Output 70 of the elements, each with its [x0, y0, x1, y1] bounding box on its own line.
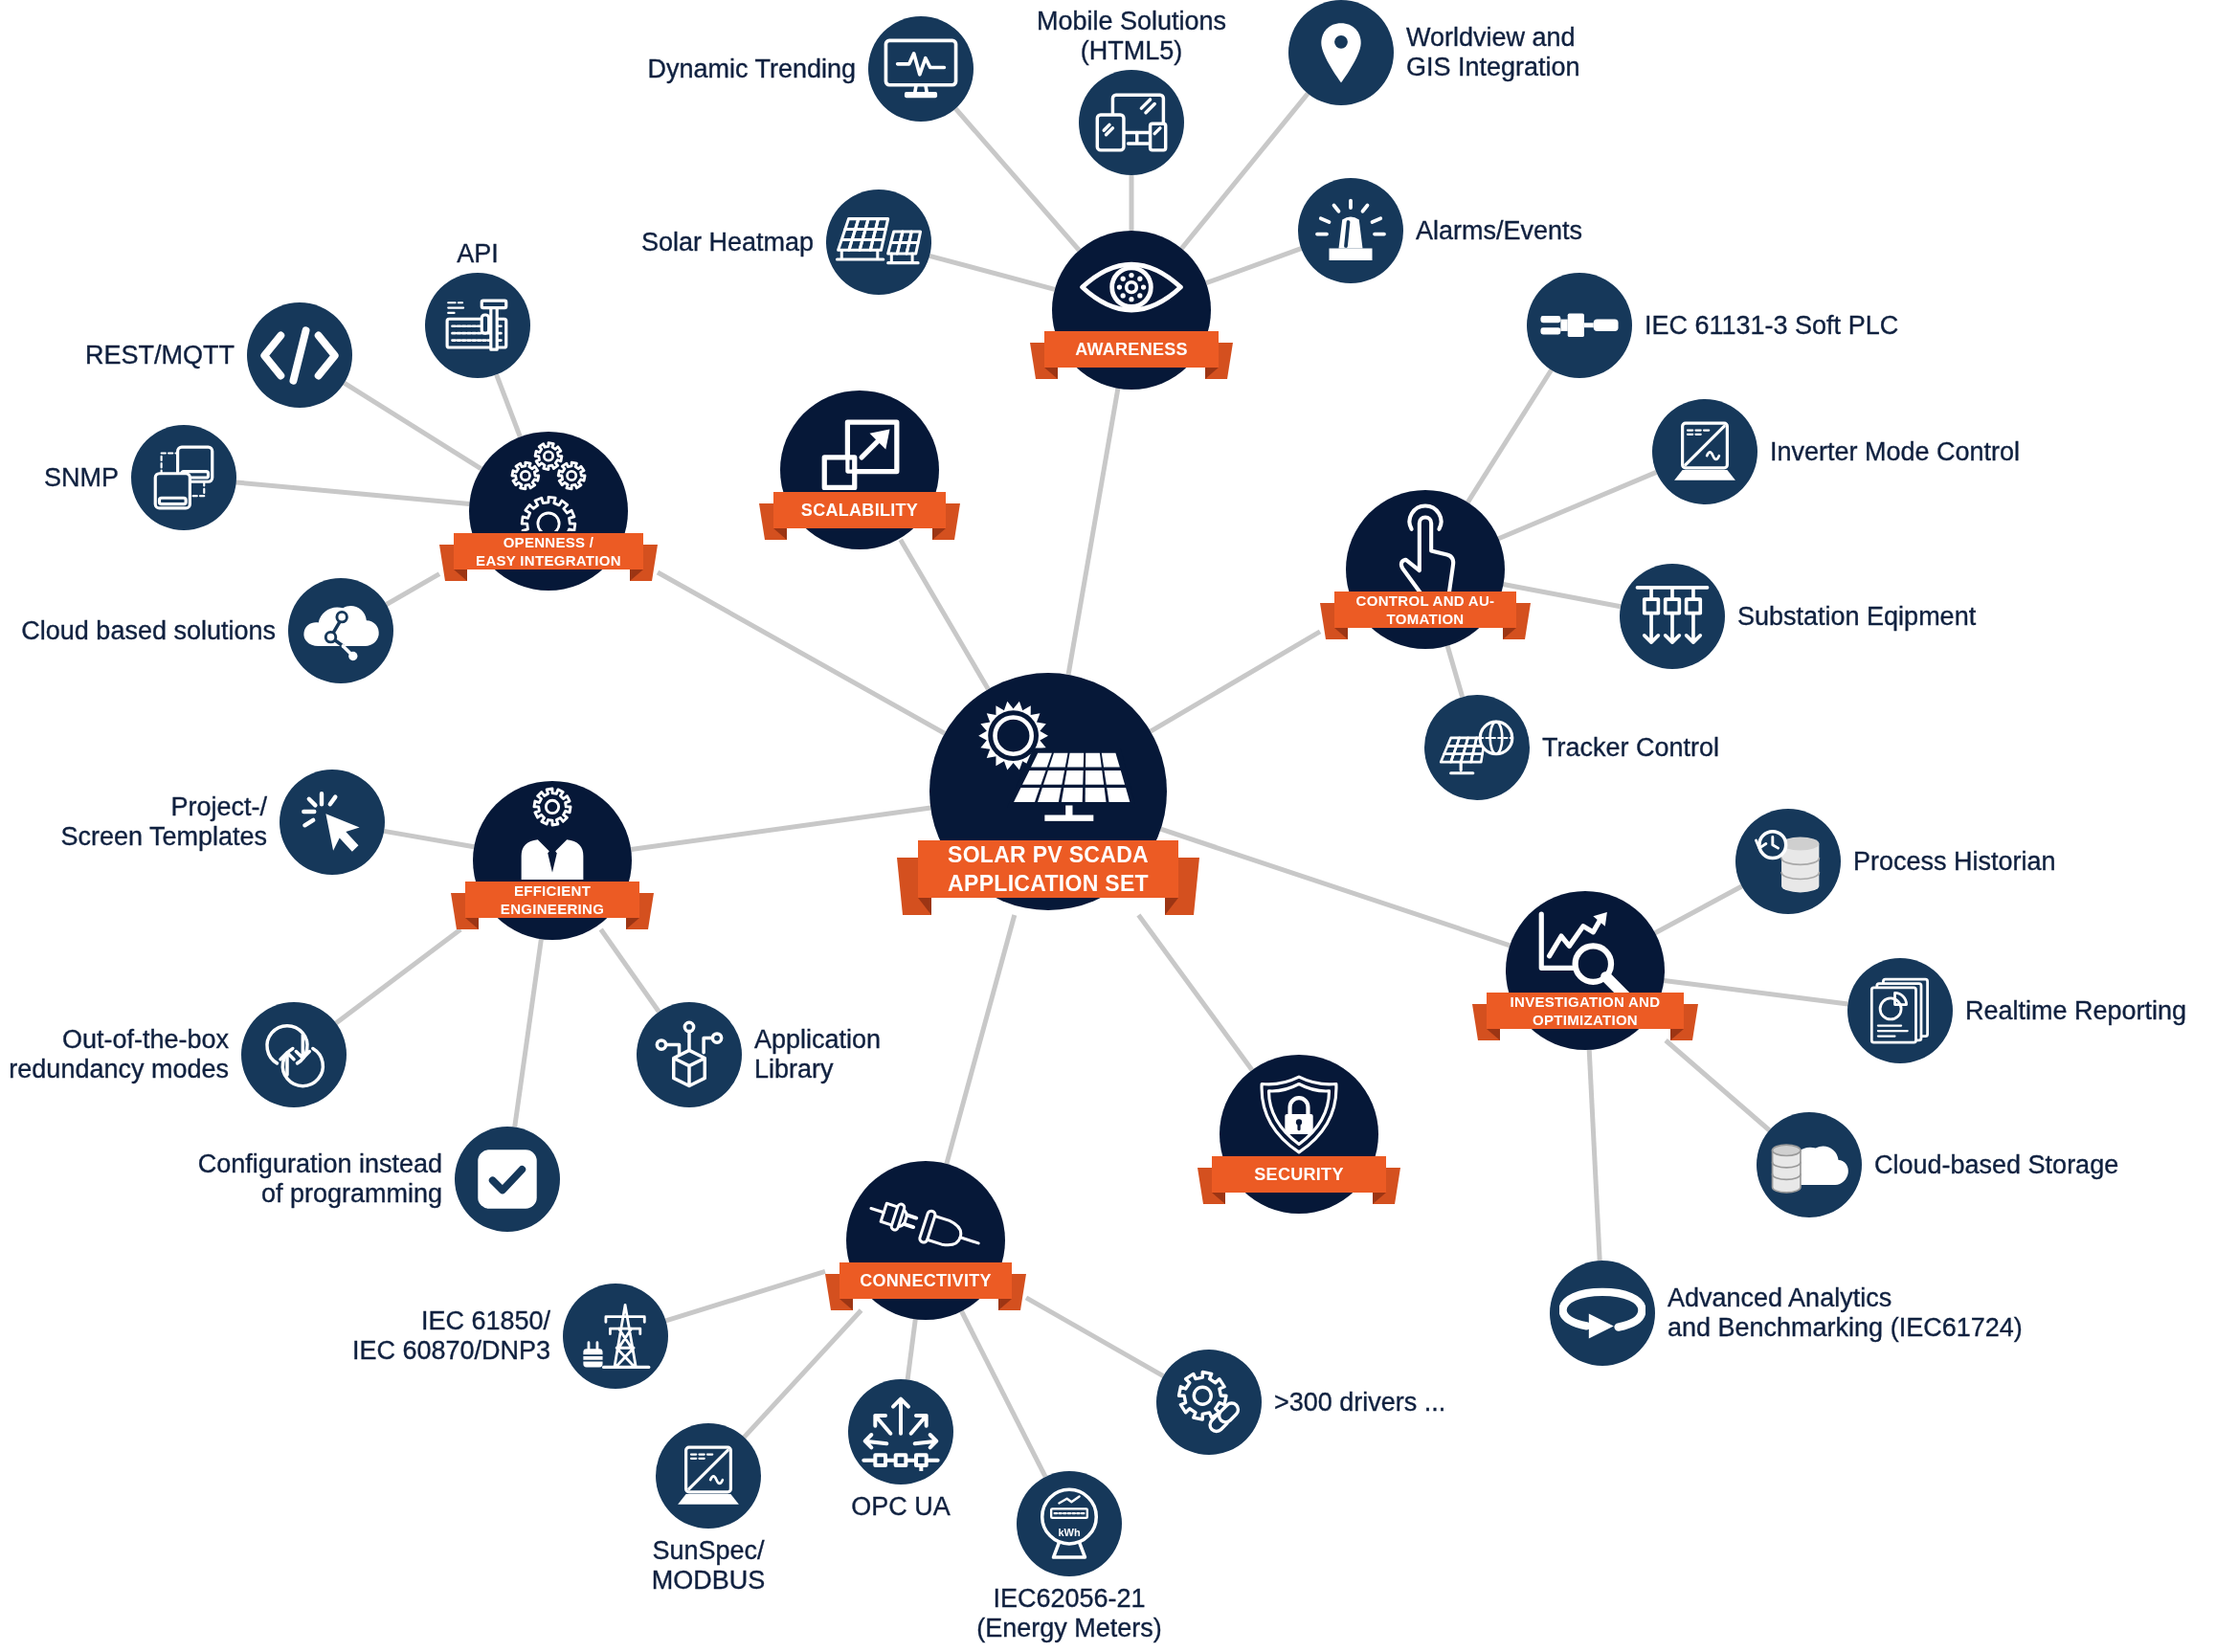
connector-line	[1024, 1295, 1165, 1378]
feature-label: REST/MQTT	[85, 340, 235, 370]
feature-label: Solar Heatmap	[640, 227, 814, 257]
ribbon-banner: CONTROL AND AU- TOMATION	[1320, 592, 1531, 639]
connector-line	[953, 106, 1082, 253]
connector-line	[512, 938, 544, 1127]
connector-line	[1664, 978, 1848, 1007]
connector-line	[905, 1319, 918, 1380]
connector-line	[898, 538, 991, 691]
connector-line	[1586, 1049, 1602, 1261]
feature-label: Worldview and GIS Integration	[1406, 23, 1580, 82]
connector-line	[630, 805, 931, 853]
ribbon-banner: CONNECTIVITY	[825, 1262, 1026, 1310]
feature-label: SunSpec/ MODBUS	[651, 1536, 766, 1596]
connector-line	[1179, 92, 1310, 251]
connector-line	[1664, 1038, 1772, 1132]
ribbon-banner: SCALABILITY	[759, 492, 960, 540]
connector-line	[742, 1308, 863, 1440]
feature-label: Cloud-based Storage	[1874, 1150, 2119, 1180]
ribbon-banner: EFFICIENT ENGINEERING	[451, 882, 654, 929]
feature-label: Project-/ Screen Templates	[60, 793, 267, 852]
connector-line	[334, 927, 462, 1025]
feature-label: Application Library	[754, 1025, 882, 1084]
ribbon-banner: OPENNESS / EASY INTEGRATION	[439, 533, 658, 581]
feature-label: Inverter Mode Control	[1770, 436, 2021, 467]
connector-line	[343, 381, 483, 471]
feature-label: Mobile Solutions (HTML5)	[1036, 7, 1227, 66]
connector-line	[1205, 246, 1303, 286]
connector-line	[959, 1309, 1048, 1479]
ribbon-banner: AWARENESS	[1030, 331, 1233, 379]
connector-line	[494, 373, 523, 438]
connector-line	[1065, 388, 1121, 676]
connector-line	[1149, 629, 1322, 734]
connector-line	[383, 828, 475, 850]
connector-line	[385, 571, 441, 607]
ribbon-banner: SECURITY	[1198, 1156, 1400, 1204]
feature-label: Realtime Reporting	[1965, 995, 2187, 1026]
connector-line	[929, 253, 1056, 292]
feature-label: API	[457, 239, 499, 269]
feature-label: Tracker Control	[1542, 732, 1720, 763]
connector-line	[944, 914, 1018, 1165]
connector-line	[598, 927, 661, 1014]
ribbon-banner: INVESTIGATION AND OPTIMIZATION	[1472, 993, 1698, 1040]
feature-label: OPC UA	[851, 1492, 951, 1522]
connector-line	[1466, 368, 1554, 504]
connector-line	[664, 1269, 826, 1324]
feature-label: Alarms/Events	[1416, 215, 1583, 246]
connector-line	[1159, 826, 1511, 949]
feature-label: Process Historian	[1853, 846, 2056, 877]
feature-label: Out-of-the-box redundancy modes	[9, 1025, 229, 1084]
feature-label: IEC62056-21 (Energy Meters)	[976, 1584, 1162, 1643]
ribbon-banner: SOLAR PV SCADA APPLICATION SET	[897, 840, 1199, 915]
connector-line	[1497, 470, 1658, 542]
connector-line	[1444, 645, 1466, 698]
feature-label: IEC 61131-3 Soft PLC	[1645, 310, 1899, 341]
feature-label: SNMP	[44, 462, 119, 493]
feature-label: Cloud based solutions	[21, 615, 276, 646]
connector-line	[1129, 175, 1134, 231]
feature-label: Dynamic Trending	[647, 54, 856, 84]
feature-label: Substation Eqipment	[1737, 601, 1977, 632]
connector-line	[1503, 582, 1622, 610]
feature-label: IEC 61850/ IEC 60870/DNP3	[351, 1306, 550, 1366]
connector-line	[1653, 883, 1743, 935]
feature-label: >300 drivers ...	[1274, 1387, 1446, 1418]
connector-line	[235, 480, 470, 506]
feature-label: Configuration instead of programming	[197, 1150, 442, 1209]
unit-label: kWh	[1058, 1527, 1081, 1538]
connector-line	[1136, 913, 1254, 1072]
connector-line	[656, 569, 947, 736]
feature-label: Advanced Analytics and Benchmarking (IEC61724)	[1668, 1284, 2023, 1343]
